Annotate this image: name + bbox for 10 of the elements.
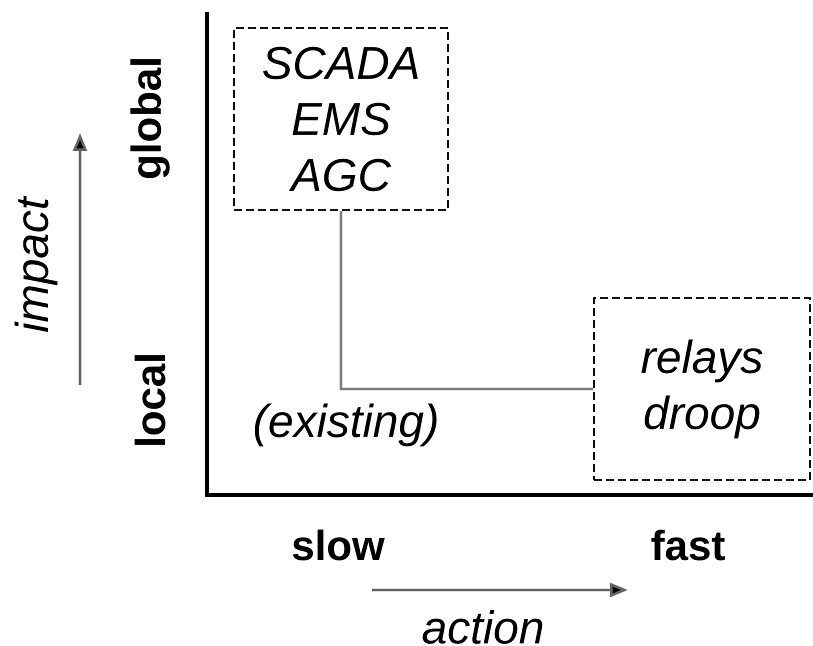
axis-label: global: [130, 59, 170, 178]
axis-label: slow: [292, 530, 385, 560]
axis-label: fast: [651, 530, 725, 560]
dashed-box: relays droop: [593, 297, 811, 481]
axis-title: action: [422, 610, 542, 644]
dashed-box: SCADA EMS AGC: [233, 27, 449, 211]
axis-label: local: [134, 355, 166, 445]
connector-line: [340, 210, 594, 390]
note-text: (existing): [254, 404, 437, 446]
axis-title: impact: [14, 196, 58, 332]
